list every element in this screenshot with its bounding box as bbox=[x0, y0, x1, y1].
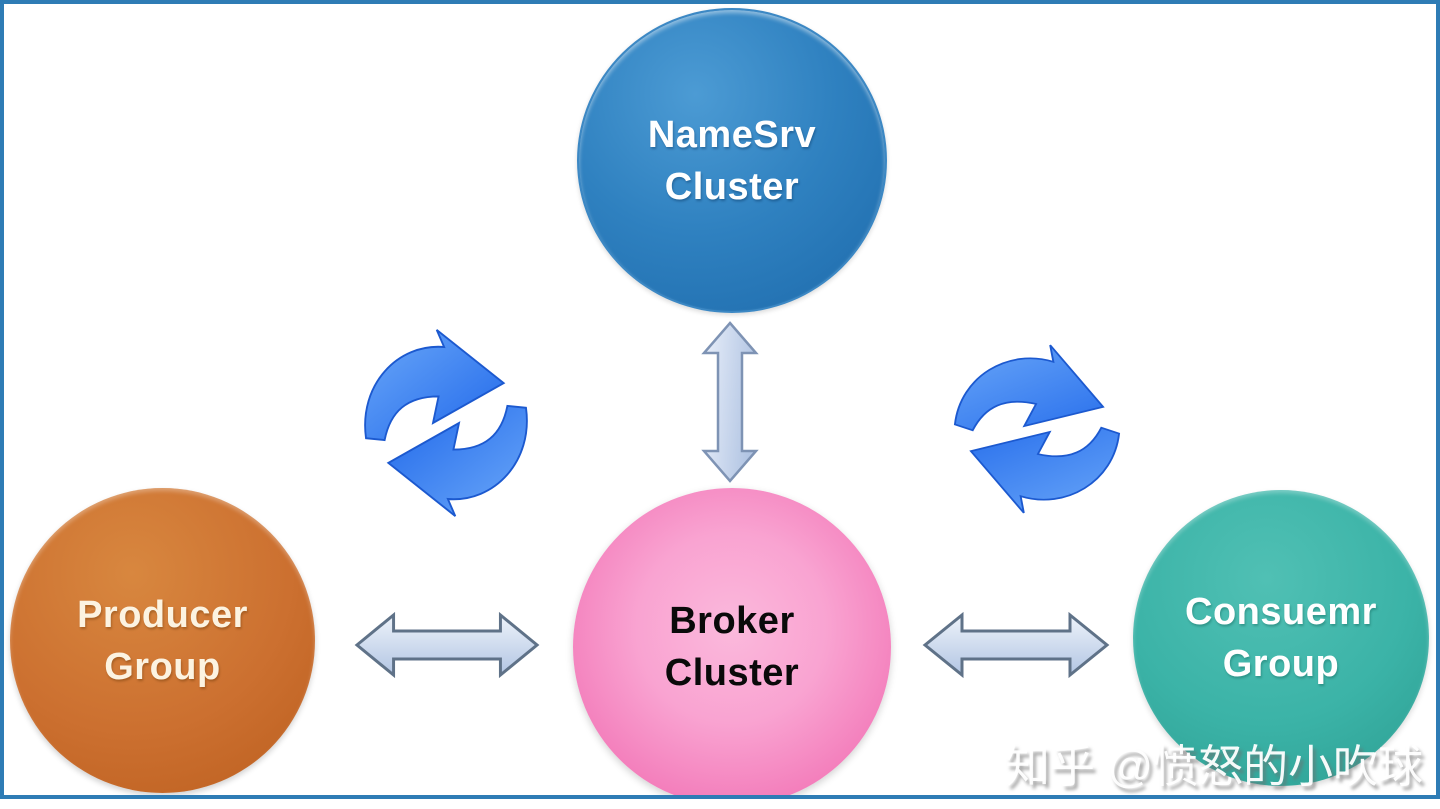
node-broker-label-line2: Cluster bbox=[664, 652, 800, 694]
node-broker-label-line1: Broker bbox=[669, 600, 795, 642]
double-headed-arrow-vertical-icon bbox=[701, 321, 759, 483]
sync-arrows-icon bbox=[953, 344, 1121, 514]
node-namesrv-label-line1: NameSrv bbox=[647, 113, 817, 156]
node-producer-label-line1: Producer bbox=[77, 593, 248, 636]
node-broker-cluster: Broker Cluster bbox=[573, 488, 891, 795]
node-consumer-group: Consuemr Group bbox=[1133, 490, 1429, 786]
node-consumer-label-line2: Group bbox=[1222, 643, 1340, 685]
zhihu-watermark: 知乎 @愤怒的小吹球 bbox=[1005, 741, 1424, 792]
node-producer-label: Producer Group bbox=[77, 589, 248, 693]
node-consumer-label-line1: Consuemr bbox=[1185, 591, 1377, 633]
sync-arrows-icon bbox=[364, 329, 528, 517]
double-headed-arrow-horizontal-icon bbox=[922, 611, 1110, 679]
double-headed-arrow-horizontal-icon bbox=[354, 611, 540, 679]
node-namesrv-label: NameSrv Cluster bbox=[648, 109, 816, 213]
node-producer-label-line2: Group bbox=[104, 645, 221, 688]
node-namesrv-label-line2: Cluster bbox=[664, 165, 800, 208]
node-broker-label: Broker Cluster bbox=[665, 595, 799, 699]
node-producer-group: Producer Group bbox=[10, 488, 315, 793]
node-consumer-label: Consuemr Group bbox=[1185, 586, 1377, 690]
node-namesrv-cluster: NameSrv Cluster bbox=[577, 8, 887, 313]
